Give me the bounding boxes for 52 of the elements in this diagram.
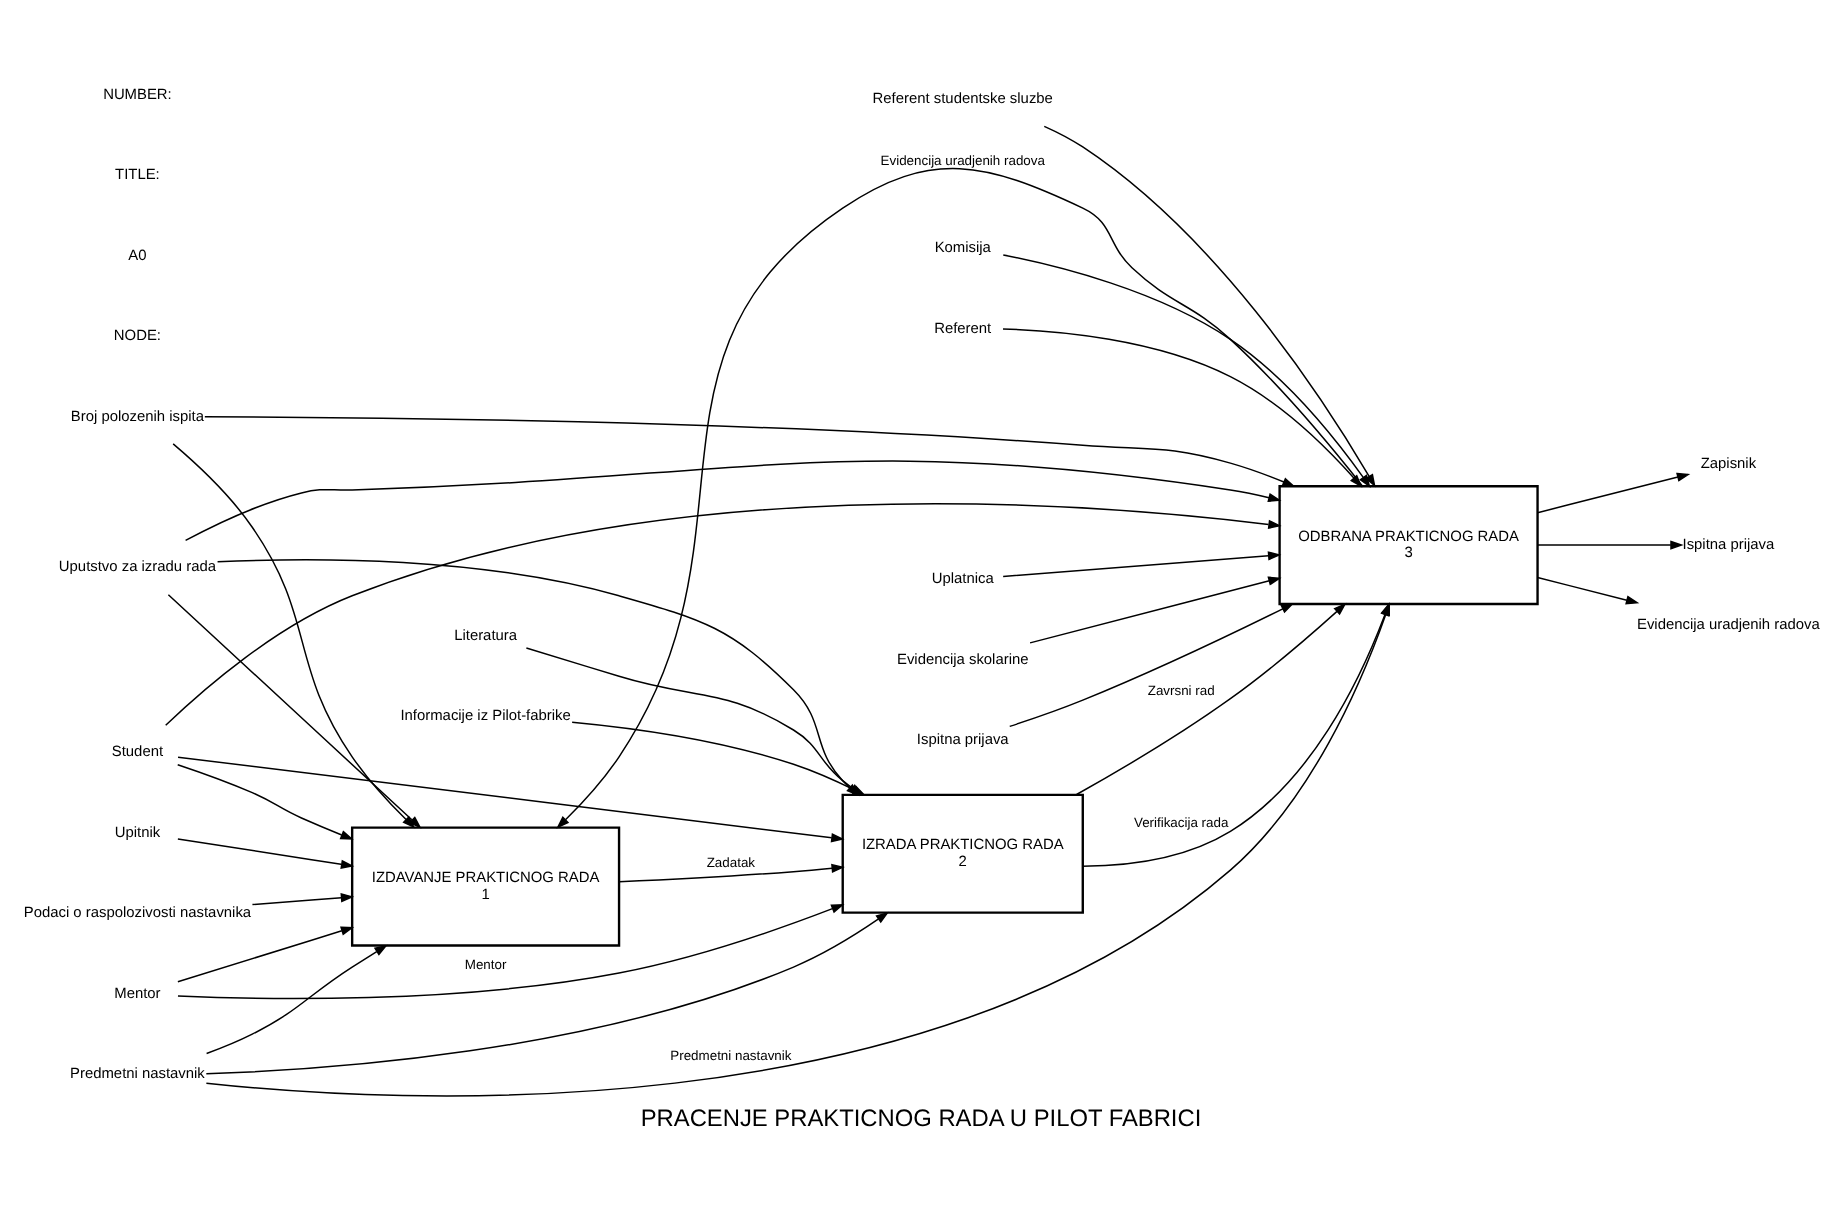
arrow: [204, 415, 1296, 486]
arrow: [1002, 550, 1282, 577]
node-text: Upitnik: [114, 821, 161, 840]
node-text: Uplatnica: [931, 568, 994, 587]
arrow: [177, 837, 355, 868]
node-text: Komisija: [934, 237, 991, 256]
node-text: Uputstvo za izradu rada: [58, 556, 217, 575]
arrow: [177, 925, 355, 982]
arrow: [205, 943, 388, 1054]
arrow: [1043, 124, 1376, 487]
arrow: [1536, 539, 1684, 549]
arrow: [618, 862, 845, 882]
arrow: [172, 442, 416, 828]
node-box: IZDAVANJE PRAKTICNOG RADA 1: [350, 825, 621, 946]
node-text: Ispitna prijava: [916, 729, 1009, 748]
arrow: [205, 601, 1390, 1096]
node-text: Zapisnik: [1700, 453, 1757, 472]
label: NODE:: [113, 325, 162, 344]
arrow: [176, 762, 354, 839]
arrow: [1536, 575, 1640, 604]
node-text: Informacije iz Pilot-fabrike: [400, 705, 571, 724]
node-text: Predmetni nastavnik: [70, 1063, 205, 1082]
arrow: [1002, 327, 1363, 487]
arrow: [164, 502, 1282, 726]
node-text: Ispitna prijava: [1682, 533, 1775, 552]
label: A0: [128, 244, 147, 263]
arrow: [177, 755, 845, 842]
node-text: Podaci o raspolozivosti nastavnika: [23, 902, 252, 921]
diagram-title: PRACENJE PRAKTICNOG RADA U PILOT FABRICI: [640, 1103, 1202, 1132]
arrow: [1029, 575, 1282, 643]
arrow: [1002, 253, 1371, 487]
node-text: Student: [111, 741, 164, 760]
arrow: [251, 892, 355, 905]
node-text: Evidencija skolarine: [897, 648, 1029, 667]
node-text: Mentor: [114, 982, 161, 1001]
node-text: Evidencija uradjenih radova: [1637, 614, 1820, 633]
arrow: [205, 910, 890, 1074]
label: NUMBER:: [103, 83, 172, 102]
node-box: ODBRANA PRAKTICNOG RADA 3: [1278, 484, 1539, 605]
arrow: [1536, 471, 1691, 513]
arrow: [184, 459, 1282, 541]
node-text: Referent: [934, 317, 992, 336]
arrow: [177, 902, 845, 999]
label: TITLE:: [115, 164, 160, 183]
arrow: [1082, 601, 1390, 867]
node-text: Referent studentske sluzbe: [872, 88, 1053, 106]
node-text: Literatura: [454, 624, 518, 643]
arrow: [1009, 602, 1295, 727]
arrow: [1075, 601, 1347, 795]
node-box: IZRADA PRAKTICNOG RADA 2: [841, 792, 1084, 913]
node-text: Broj polozenih ispita: [70, 405, 205, 424]
arrow: [556, 167, 1364, 828]
